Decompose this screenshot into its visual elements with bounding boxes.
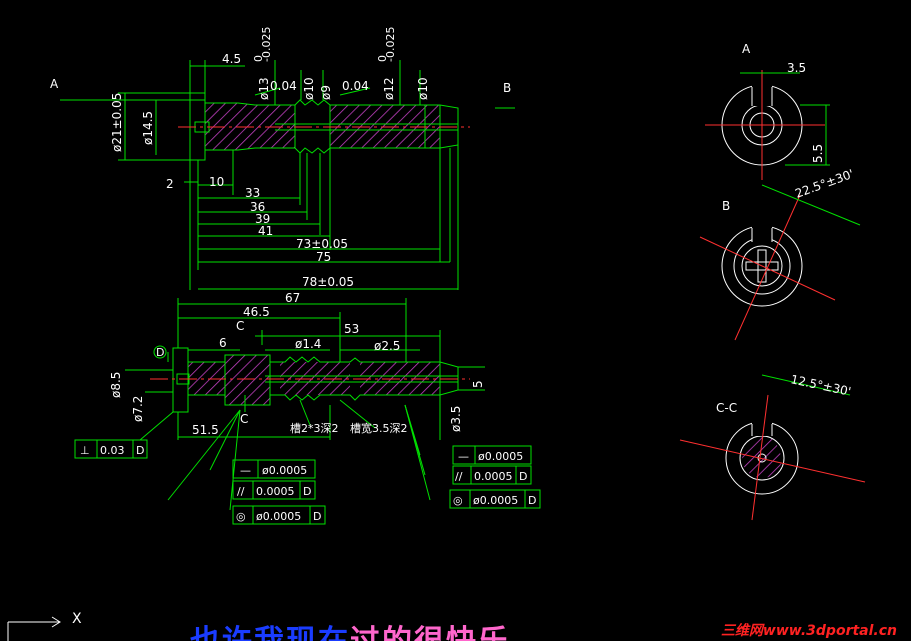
svg-text:—: — [458,450,469,463]
svg-text:ø0.0005: ø0.0005 [256,510,301,523]
dim-d2-5: ø2.5 [374,339,400,353]
gdt-parallel-right: // 0.0005 D [452,465,532,485]
note-groove-1: 槽2*3深2 [290,422,339,435]
dim-10: 10 [209,175,224,189]
ucs-axis-icon [7,616,61,641]
dim-d12-tol2: -0.025 [384,27,397,62]
caption-part-a: 也许我现在 [190,624,350,641]
svg-text:—: — [240,464,251,477]
dim-51-5: 51.5 [192,423,219,437]
svg-text:ø0.0005: ø0.0005 [262,464,307,477]
note-groove-2: 槽宽3.5深2 [350,421,408,435]
dim-6: 6 [219,336,227,350]
gdt-perp-frame: ⊥ 0.03 D [74,439,148,459]
svg-text:0.0005: 0.0005 [256,485,295,498]
dim-4-5: 4.5 [222,52,241,66]
view-label-a-left: A [50,77,59,91]
sec-a-dim-5-5: 5.5 [811,144,825,163]
bottom-pin-view [125,298,485,511]
section-a-label: A [742,42,751,56]
caption-part-b: 过的很快乐 [350,624,510,641]
watermark-logo: 三维网www.3dportal.cn [720,623,897,639]
sec-a-dim-3-5: 3.5 [787,61,806,75]
gdt-perp-symbol: ⊥ [80,444,90,457]
section-cc-label: C-C [716,401,737,415]
svg-text:D: D [528,494,536,507]
svg-text:ø0.0005: ø0.0005 [473,494,518,507]
dim-46-5: 46.5 [243,305,270,319]
gdt-straight-right: — ø0.0005 [452,445,532,465]
dim-d12: ø12 [382,77,396,100]
caption-text: 也许我现在过的很快乐 [190,616,510,641]
dim-5: 5 [471,380,485,388]
dim-d21: ø21±0.05 [110,93,124,152]
section-arrow-c: C [240,412,248,426]
dim-d7-2: ø7.2 [131,396,145,422]
dim-41: 41 [258,224,273,238]
dim-73: 73±0.05 [296,237,348,251]
top-shaft-view [60,60,515,290]
dim-0-04-a: 0.04 [270,79,297,93]
dim-78: 78±0.05 [302,275,354,289]
dim-39: 39 [255,212,270,226]
gdt-concentric-left: ◎ ø0.0005 D [232,505,326,525]
section-cc-view [679,374,866,521]
dim-d13-tol: 0 [252,55,265,62]
svg-text:◎: ◎ [453,494,463,507]
svg-text://: // [237,485,245,498]
dim-75: 75 [316,250,331,264]
dim-53: 53 [344,322,359,336]
svg-text:0.0005: 0.0005 [474,470,513,483]
section-b-label: B [722,199,730,213]
dim-d9: ø9 [319,85,333,100]
gdt-concentric-right: ◎ ø0.0005 D [449,489,541,509]
dim-d8-5: ø8.5 [109,372,123,398]
dim-d12-tol: 0 [376,55,389,62]
dim-d13: ø13 [257,77,271,100]
dim-33: 33 [245,186,260,200]
svg-text:ø0.0005: ø0.0005 [478,450,523,463]
ucs-x-label: X [72,611,82,627]
svg-text:◎: ◎ [236,510,246,523]
section-a-view [705,70,830,180]
svg-text:D: D [313,510,321,523]
sec-cc-angle: 12.5°±30' [789,372,852,398]
dim-d3-5: ø3.5 [449,406,463,432]
dim-d10-a: ø10 [302,77,316,100]
dim-d1-4: ø1.4 [295,337,321,351]
svg-text://: // [455,470,463,483]
dim-0-04-b: 0.04 [342,79,369,93]
dim-36: 36 [250,200,265,214]
dim-d13-tol2: -0.025 [260,27,273,62]
svg-text:D: D [303,485,311,498]
svg-text:0.03: 0.03 [100,444,125,457]
datum-d-label: D [156,346,164,359]
gdt-straight-left: — ø0.0005 [232,459,316,479]
dim-67: 67 [285,291,300,305]
dim-d10-b: ø10 [416,77,430,100]
svg-text:D: D [519,470,527,483]
sec-b-angle: 22.5°±30' [793,167,855,201]
section-b-view [699,184,861,341]
section-label-c: C [236,319,244,333]
view-label-b-right: B [503,81,511,95]
svg-text:D: D [136,444,144,457]
dim-d14-5: ø14.5 [141,111,155,145]
gdt-parallel-left: // 0.0005 D [232,480,316,500]
dim-2: 2 [166,177,174,191]
